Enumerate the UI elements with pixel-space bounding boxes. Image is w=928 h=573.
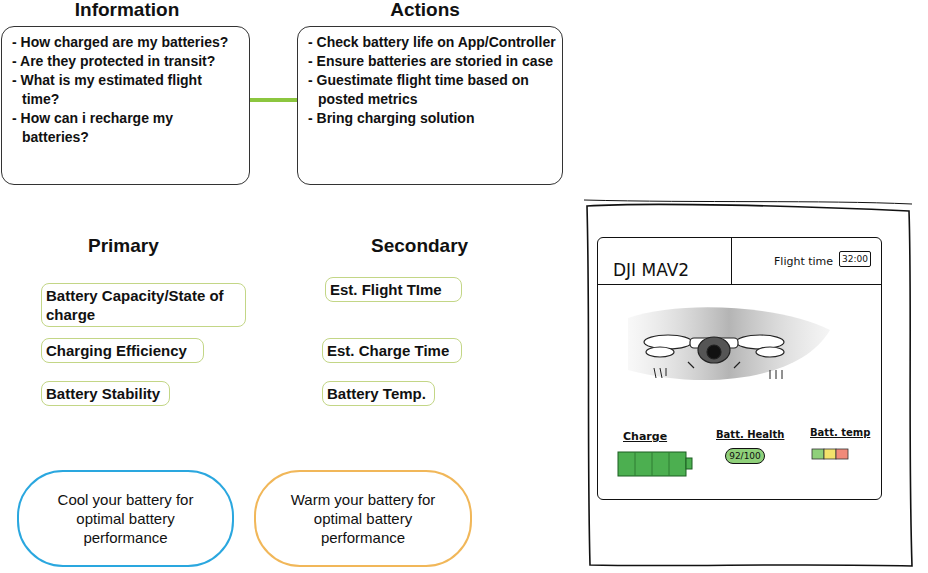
metric-box: Est. Charge Time xyxy=(322,338,462,363)
sketch-frame-line xyxy=(584,200,912,204)
metric-box: Charging Efficiency xyxy=(41,338,204,363)
bullet-item: - Check battery life on App/Controller xyxy=(306,33,556,52)
metric-text: Battery Stability xyxy=(46,385,160,402)
health-label: Batt. Health xyxy=(716,429,784,440)
value-text: 32:00 xyxy=(842,254,868,264)
bullet-item: - What is my estimated flight time? xyxy=(10,71,243,109)
drone-illustration xyxy=(644,335,784,379)
metric-text: Battery Capacity/State of charge xyxy=(46,287,224,323)
bullet-item: - How can i recharge my batteries? xyxy=(10,109,243,147)
bullet-item: - Are they protected in transit? xyxy=(10,52,243,71)
tip-text: Warm your battery for optimal battery pe… xyxy=(278,490,448,547)
bullet-item: - Guestimate flight time based on posted… xyxy=(306,71,556,109)
sketch-frame xyxy=(587,204,912,566)
list-box: Information- How charged are my batterie… xyxy=(1,26,250,185)
header-divider xyxy=(731,238,732,285)
metric-text: Charging Efficiency xyxy=(46,342,187,359)
metric-text: Battery Temp. xyxy=(327,385,426,402)
bullet-item: - Ensure batteries are storied in case xyxy=(306,52,556,71)
tip-text: Cool your battery for optimal battery pe… xyxy=(41,490,210,547)
box-heading: Information xyxy=(7,0,247,19)
list-box: Actions- Check battery life on App/Contr… xyxy=(297,26,563,185)
header-rule xyxy=(598,284,881,285)
tip-pill: Warm your battery for optimal battery pe… xyxy=(254,470,472,567)
device-name: DJI MAV2 xyxy=(613,260,689,280)
box-heading: Actions xyxy=(305,0,545,19)
metric-box: Est. Flight TIme xyxy=(325,277,462,302)
group-heading: Secondary xyxy=(371,235,468,257)
temp-label: Batt. temp xyxy=(810,427,870,438)
health-pill: 92/100 xyxy=(725,448,765,464)
tip-pill: Cool your battery for optimal battery pe… xyxy=(17,470,234,567)
connector-line xyxy=(250,98,297,102)
value-text: 92/100 xyxy=(729,451,761,461)
metric-box: Battery Temp. xyxy=(322,381,435,406)
charge-label: Charge xyxy=(623,430,667,443)
bullet-item: - Bring charging solution xyxy=(306,109,556,128)
drone-shadow xyxy=(628,307,830,380)
bullet-item: - How charged are my batteries? xyxy=(10,33,243,52)
group-heading: Primary xyxy=(88,235,159,257)
metric-box: Battery Capacity/State of charge xyxy=(41,283,246,327)
metric-text: Est. Charge Time xyxy=(327,342,449,359)
metric-box: Battery Stability xyxy=(41,381,170,406)
metric-text: Est. Flight TIme xyxy=(330,281,442,298)
temp-scale xyxy=(812,449,848,459)
charge-bar xyxy=(618,452,692,476)
time-box: 32:00 xyxy=(839,251,871,267)
flight-time-label: Flight time xyxy=(774,255,833,268)
app-screen: DJI MAV2 Flight timeCharge Batt. Health Bat… xyxy=(597,237,882,500)
